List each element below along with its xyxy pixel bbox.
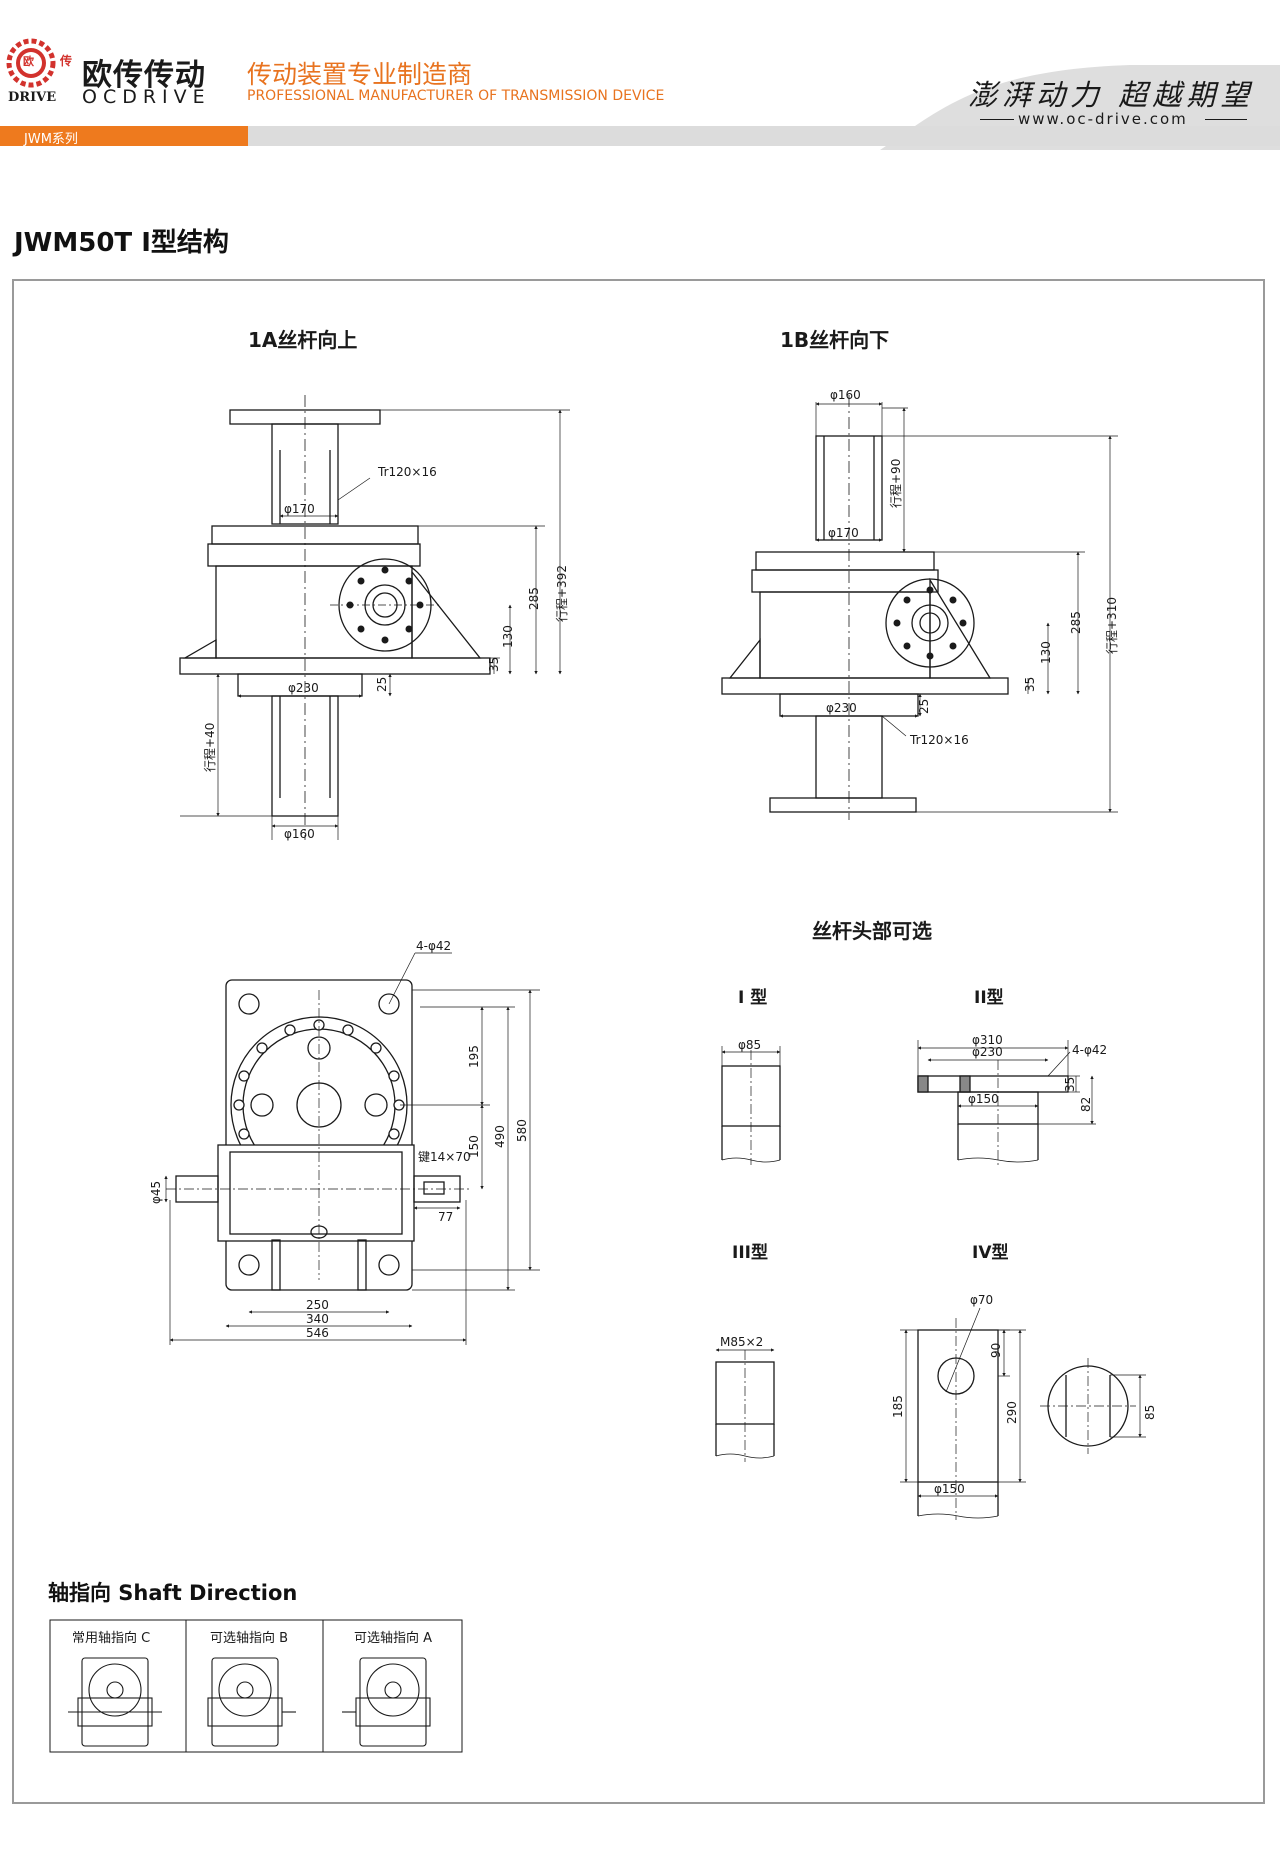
view-1b-d160: φ160 [830,388,861,402]
type4-d70: φ70 [970,1293,993,1307]
logo-badge-char-2: 传 [60,54,73,68]
screw-head-type4: IV型 [900,1242,1146,1520]
view-1a-d170: φ170 [284,502,315,516]
view-1b-d35: 35 [1023,677,1037,692]
view-1a-d35: 35 [487,657,501,672]
view-1b: 1B丝杆向下 [721,328,1118,820]
view-1a: 1A丝杆向上 [179,328,570,840]
drawing-frame [12,279,1265,1804]
shaft-direction-title: 轴指向 Shaft Direction [48,1581,298,1605]
type2-d35: 35 [1063,1077,1077,1092]
shaft-direction-table [49,1619,463,1753]
type1-d85: φ85 [738,1038,761,1052]
top-view-d490: 490 [493,1125,507,1148]
type4-d85: 85 [1143,1405,1157,1420]
screw-head-type3: III型 [715,1242,775,1462]
view-1b-d285: 285 [1069,611,1083,634]
view-1b-thread: Tr120×16 [909,733,969,747]
website: www.oc-drive.com [1018,110,1188,128]
page-header: 欧 传 欧传传动 DRIVE OCDRIVE 传动装置专业制造商 PROFESS… [0,0,1280,150]
type2-d150: φ150 [968,1092,999,1106]
top-view-holes: 4-φ42 [416,939,451,953]
top-view-d250: 250 [306,1298,329,1312]
logo-name-en-left: DRIVE [8,90,57,105]
shaft-a-label: 可选轴指向 A [354,1630,432,1646]
top-view-d77: 77 [438,1210,453,1224]
screw-head-type2: II型 [917,987,1096,1165]
view-1a-d160: φ160 [284,827,315,841]
view-1b-stroke-right: 行程+310 [1104,597,1119,654]
type4-d90: 90 [989,1343,1003,1358]
view-1a-d230: φ230 [288,681,319,695]
type2-d230: φ230 [972,1045,1003,1059]
slogan: 澎湃动力 超越期望 [968,78,1255,112]
shaft-direction-a: 可选轴指向 A [342,1630,432,1747]
series-tab [0,126,248,146]
page-title: JWM50T I型结构 [14,228,229,258]
tagline-en: PROFESSIONAL MANUFACTURER OF TRANSMISSIO… [247,88,665,104]
type4-d185: 185 [891,1395,905,1418]
screw-head-type1: I 型 [721,987,781,1165]
top-view-d150: 150 [467,1135,481,1158]
view-1b-d170: φ170 [828,526,859,540]
type3-label: III型 [732,1242,768,1263]
type2-d310: φ310 [972,1033,1003,1047]
type1-label: I 型 [738,987,767,1008]
logo-name-en-right: OCDRIVE [82,86,211,108]
tagline-cn: 传动装置专业制造商 [247,60,473,89]
top-view [164,952,540,1345]
view-1a-stroke-down: 行程+40 [202,723,217,772]
view-1b-d230: φ230 [826,701,857,715]
top-view-key: 键14×70 [418,1150,471,1164]
view-1a-stroke-up: 行程+392 [554,565,569,622]
logo-badge-char: 欧 [23,55,34,68]
top-view-shaft: φ45 [149,1181,163,1204]
website-rule-left [980,119,1014,120]
screw-heads-title: 丝杆头部可选 [812,919,932,943]
view-1a-thread: Tr120×16 [377,465,437,479]
top-view-d580: 580 [515,1119,529,1142]
shaft-c-label: 常用轴指向 C [72,1630,150,1646]
logo-gear-icon [6,38,56,88]
view-1a-d130: 130 [501,625,515,648]
top-view-d195: 195 [467,1045,481,1068]
series-bar [0,126,1280,146]
logo-name-cn: 欧传传动 [82,58,206,93]
type3-thread: M85×2 [720,1335,763,1349]
view-1a-title: 1A丝杆向上 [248,328,357,352]
view-1b-title: 1B丝杆向下 [780,328,889,352]
type4-d150: φ150 [934,1482,965,1496]
top-view-d340: 340 [306,1312,329,1326]
shaft-b-label: 可选轴指向 B [210,1630,288,1646]
view-1a-d25: 25 [375,677,389,692]
type2-holes: 4-φ42 [1072,1043,1107,1057]
website-rule-right [1205,119,1247,120]
view-1b-d130: 130 [1039,641,1053,664]
shaft-direction-b: 可选轴指向 B [207,1630,296,1747]
view-1a-d285: 285 [527,587,541,610]
type2-d82: 82 [1079,1097,1093,1112]
series-label: JWM系列 [24,132,78,147]
view-1b-stroke-up: 行程+90 [888,459,903,508]
type4-d290: 290 [1005,1401,1019,1424]
type2-label: II型 [974,987,1004,1008]
view-1b-d25: 25 [917,699,931,714]
top-view-d546: 546 [306,1326,329,1340]
shaft-direction-c: 常用轴指向 C [68,1630,162,1747]
type4-label: IV型 [972,1242,1008,1263]
